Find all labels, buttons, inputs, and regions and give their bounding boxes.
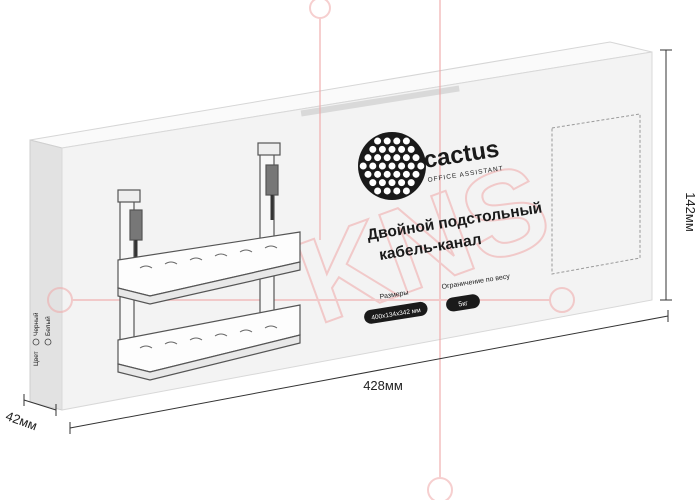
logo-dot bbox=[391, 186, 402, 196]
color-option-white: Белый bbox=[44, 316, 52, 336]
logo-dot bbox=[406, 177, 417, 188]
logo-dot bbox=[372, 136, 383, 146]
logo-dot bbox=[377, 144, 388, 155]
cactus-logo-icon bbox=[358, 132, 426, 200]
color-label: Цвет bbox=[33, 351, 40, 366]
logo-dot bbox=[387, 144, 397, 155]
logo-dot bbox=[387, 177, 397, 188]
logo-dot bbox=[401, 152, 412, 163]
logo-dot bbox=[367, 161, 378, 171]
logo-dot bbox=[411, 152, 421, 163]
logo-dot bbox=[391, 169, 402, 180]
dimension-width: 428мм bbox=[363, 378, 403, 393]
dimension-lines bbox=[23, 49, 672, 434]
logo-dot bbox=[401, 136, 412, 146]
logo-dot bbox=[396, 177, 407, 188]
window-cutout bbox=[551, 113, 641, 275]
box-side-face bbox=[29, 139, 63, 411]
logo-dot bbox=[415, 161, 426, 171]
logo-dot bbox=[372, 186, 383, 196]
color-option-black: Черный bbox=[32, 312, 40, 336]
logo-dot bbox=[411, 169, 421, 180]
logo-dot bbox=[363, 169, 373, 180]
logo-dot bbox=[401, 186, 412, 196]
logo-dot bbox=[382, 152, 393, 163]
size-label: Размеры bbox=[379, 290, 409, 301]
logo-dot bbox=[363, 152, 373, 163]
logo-dot bbox=[367, 144, 378, 155]
weight-badge: 5кг bbox=[446, 294, 480, 312]
dimension-depth: 42мм bbox=[4, 408, 40, 433]
logo-dot bbox=[382, 169, 393, 180]
logo-dot bbox=[382, 136, 393, 146]
top-print bbox=[300, 85, 460, 117]
logo-dot bbox=[382, 186, 393, 196]
dimension-height: 142мм bbox=[683, 192, 698, 232]
logo-dot bbox=[387, 161, 397, 171]
logo-dot bbox=[377, 161, 388, 171]
logo-dot bbox=[367, 177, 378, 188]
logo-dot bbox=[406, 161, 417, 171]
logo-dot bbox=[396, 161, 407, 171]
color-options: Цвет Черный Белый bbox=[32, 312, 52, 366]
cable-tray-illustration bbox=[117, 142, 301, 381]
logo-dot bbox=[372, 169, 383, 180]
weight-value: 5кг bbox=[458, 300, 469, 308]
logo-dot bbox=[372, 152, 383, 163]
logo-dot bbox=[406, 144, 417, 155]
logo-dot bbox=[377, 177, 388, 188]
logo-dot bbox=[401, 169, 412, 180]
logo-dot bbox=[396, 144, 407, 155]
logo-dot bbox=[391, 152, 402, 163]
logo-dot bbox=[391, 136, 402, 146]
box-front-face bbox=[61, 51, 653, 411]
logo-dot bbox=[358, 161, 369, 171]
